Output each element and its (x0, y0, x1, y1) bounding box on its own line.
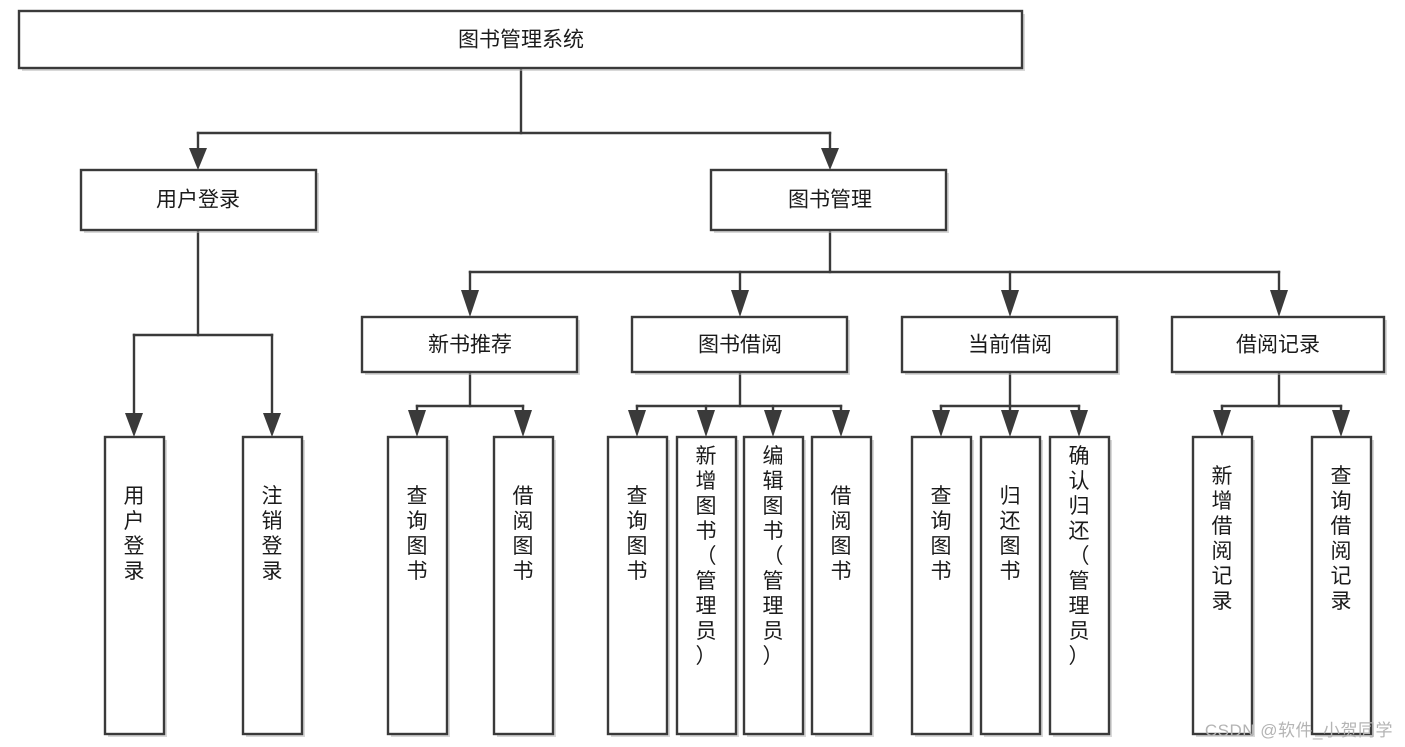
node-borrowing-record[interactable]: 借阅记录 (1170, 315, 1387, 375)
node-book-borrowing-box (630, 315, 849, 374)
arrow-cb-leaf-1 (932, 410, 950, 437)
leaf-label: 查询图书 (407, 485, 428, 583)
leaf-box (910, 435, 973, 736)
arrow-to-leaf-logout (263, 413, 281, 437)
leaf-node[interactable]: 归还图书 (979, 435, 1043, 737)
leaf-box (810, 435, 873, 736)
leaf-label: 确认归还（管理员） (1069, 445, 1090, 668)
node-borrowing-record-box (1170, 315, 1386, 374)
leaf-label: 借阅图书 (831, 485, 852, 583)
leaf-box (241, 435, 304, 736)
leaf-node[interactable]: 新增图书（管理员） (675, 435, 739, 737)
leaf-node[interactable]: 注销登录 (241, 435, 305, 737)
arrow-bb-leaf-2 (697, 410, 715, 437)
arrow-cb-leaf-3 (1070, 410, 1088, 437)
node-root-box (17, 9, 1024, 70)
arrow-to-new-book-rec (461, 290, 479, 317)
connector-group-borrow-record (1213, 372, 1350, 437)
connector-group-new-book-rec (408, 372, 532, 437)
leaf-node[interactable]: 查询借阅记录 (1310, 435, 1374, 737)
node-current-borrowing-box (900, 315, 1119, 374)
leaf-node[interactable]: 查询图书 (386, 435, 450, 737)
node-current-borrowing[interactable]: 当前借阅 (900, 315, 1120, 375)
leaf-label: 注销登录 (262, 485, 283, 583)
leaf-box (742, 435, 805, 736)
arrow-to-book-borrow (731, 290, 749, 317)
leaf-label: 查询图书 (627, 485, 648, 583)
arrow-br-leaf-2 (1332, 410, 1350, 437)
leaf-node[interactable]: 确认归还（管理员） (1048, 435, 1112, 737)
leaf-box (1191, 435, 1254, 736)
node-book-borrowing-label: 图书借阅 (698, 334, 782, 357)
arrow-root-to-book-mgmt (821, 148, 839, 170)
node-book-management-box (709, 168, 948, 232)
node-root[interactable]: 图书管理系统 (17, 9, 1025, 71)
leaf-label: 用户登录 (124, 485, 145, 583)
arrow-cb-leaf-2 (1001, 410, 1019, 437)
leaf-label: 归还图书 (1000, 485, 1021, 583)
leaf-label: 借阅图书 (513, 485, 534, 583)
csdn-watermark: CSDN @软件_小贺同学 (1204, 721, 1393, 740)
leaf-node[interactable]: 新增借阅记录 (1191, 435, 1255, 737)
connector-group-current-borrow (932, 372, 1088, 437)
node-new-book-recommendation-box (360, 315, 579, 374)
leaf-box (492, 435, 555, 736)
arrow-root-to-user-login (189, 148, 207, 170)
arrow-to-current-borrow (1001, 290, 1019, 317)
node-book-management-label: 图书管理 (788, 189, 872, 212)
leaf-box (103, 435, 166, 736)
node-book-management[interactable]: 图书管理 (709, 168, 949, 233)
leaf-box (606, 435, 669, 736)
leaf-node[interactable]: 借阅图书 (810, 435, 874, 737)
leaf-box (386, 435, 449, 736)
node-user-login[interactable]: 用户登录 (79, 168, 319, 233)
leaf-label: 查询借阅记录 (1331, 465, 1352, 613)
leaf-label: 编辑图书（管理员） (763, 445, 784, 668)
arrow-to-leaf-user-login (125, 413, 143, 437)
leaf-node[interactable]: 查询图书 (606, 435, 670, 737)
leaf-box (675, 435, 738, 736)
leaf-node[interactable]: 查询图书 (910, 435, 974, 737)
node-user-login-box (79, 168, 318, 232)
leaf-box (1048, 435, 1111, 736)
node-user-login-label: 用户登录 (156, 189, 240, 212)
arrow-bb-leaf-3 (764, 410, 782, 437)
node-book-borrowing[interactable]: 图书借阅 (630, 315, 850, 375)
node-borrowing-record-label: 借阅记录 (1236, 334, 1320, 357)
leaf-box (979, 435, 1042, 736)
connector-group-book-mgmt (461, 230, 1288, 317)
leaf-node[interactable]: 借阅图书 (492, 435, 556, 737)
arrow-to-borrow-record (1270, 290, 1288, 317)
leaf-label: 查询图书 (931, 485, 952, 583)
connector-group-root (189, 66, 839, 170)
connector-group-user-login (125, 230, 281, 437)
arrow-br-leaf-1 (1213, 410, 1231, 437)
leaf-box (1310, 435, 1373, 736)
arrow-bb-leaf-1 (628, 410, 646, 437)
node-root-label: 图书管理系统 (458, 29, 584, 52)
leaf-label: 新增图书（管理员） (696, 445, 717, 668)
node-current-borrowing-label: 当前借阅 (968, 334, 1052, 357)
connector-group-book-borrow (628, 372, 850, 437)
arrow-nbr-leaf-1 (408, 410, 426, 437)
leaf-node[interactable]: 编辑图书（管理员） (742, 435, 806, 737)
leaf-node[interactable]: 用户登录 (103, 435, 167, 737)
node-new-book-recommendation[interactable]: 新书推荐 (360, 315, 580, 375)
leaf-label: 新增借阅记录 (1212, 465, 1233, 613)
arrow-nbr-leaf-2 (514, 410, 532, 437)
node-new-book-recommendation-label: 新书推荐 (428, 334, 512, 357)
arrow-bb-leaf-4 (832, 410, 850, 437)
